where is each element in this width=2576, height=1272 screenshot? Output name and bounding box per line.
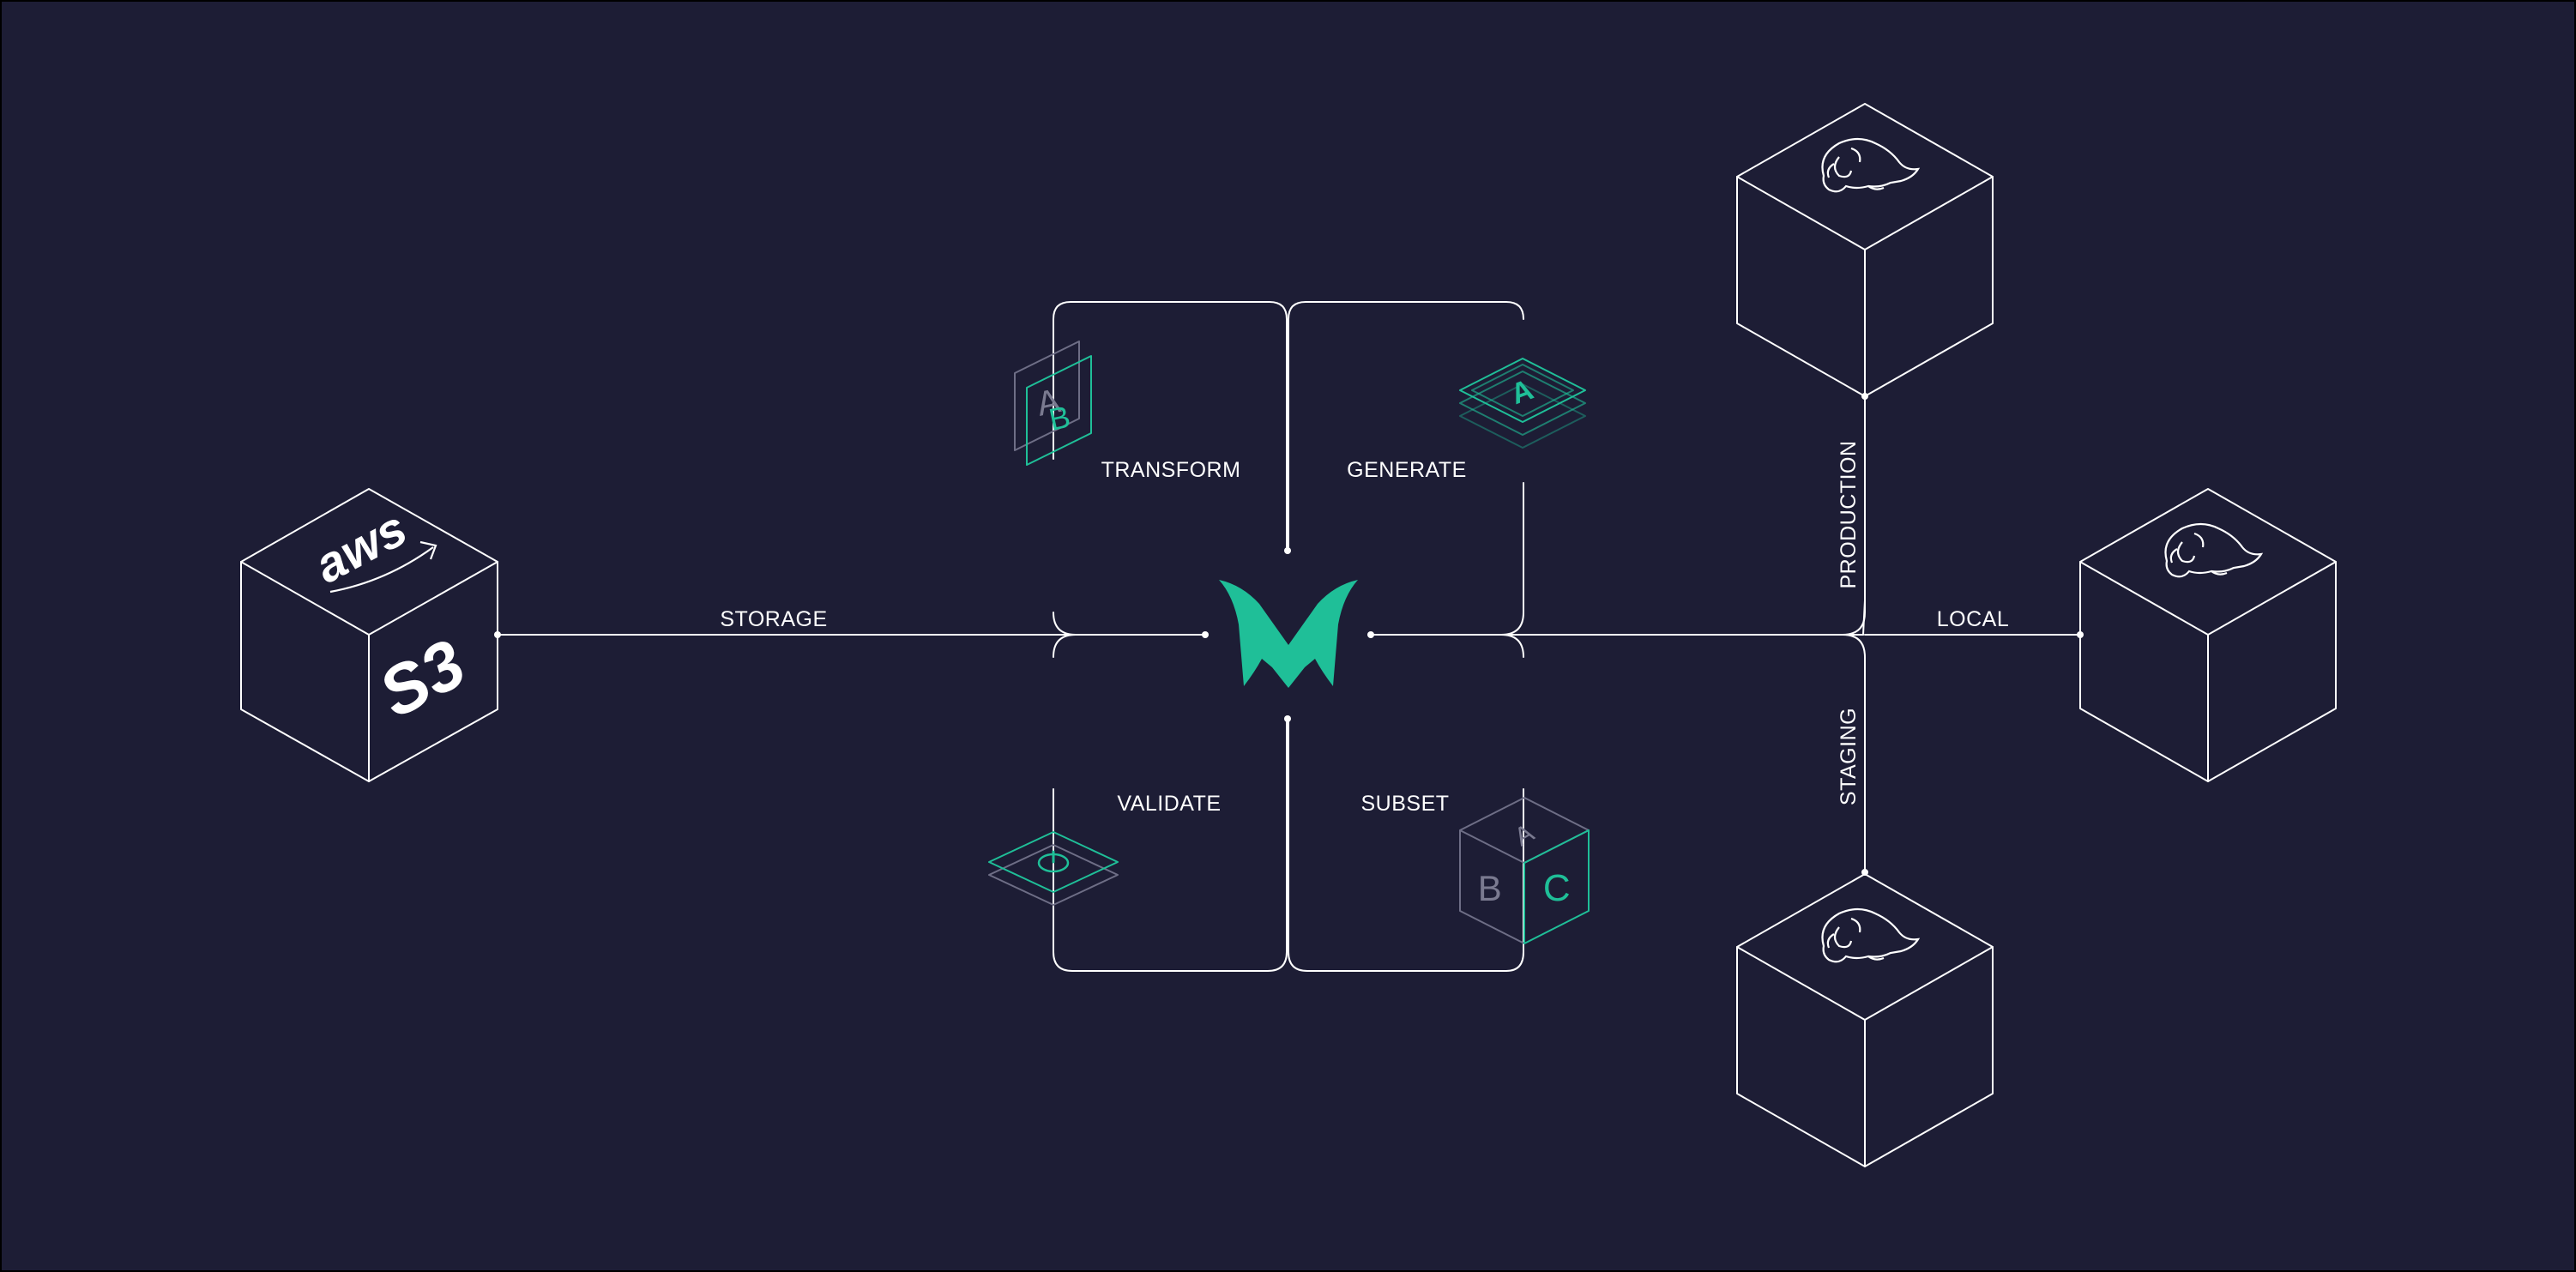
validate-label: VALIDATE <box>1117 792 1221 816</box>
generate-layers-icon: A <box>1459 358 1586 449</box>
svg-text:C: C <box>1543 867 1571 909</box>
subset-cube-icon: A B C <box>1459 797 1590 944</box>
staging-db-cube <box>1737 874 1993 1167</box>
power-check-icon <box>988 831 1119 906</box>
subset-label: SUBSET <box>1360 792 1449 816</box>
postgres-elephant-icon <box>1737 874 1993 1167</box>
transform-label: TRANSFORM <box>1101 458 1241 482</box>
local-label: LOCAL <box>1937 607 2009 631</box>
postgres-elephant-icon <box>2080 489 2336 781</box>
deploy-connections: PRODUCTION LOCAL STAGING <box>1500 393 2084 876</box>
production-db-cube <box>1737 104 1993 396</box>
svg-text:A: A <box>1510 818 1539 852</box>
m-logo-icon <box>1219 580 1358 688</box>
postgres-elephant-icon <box>1737 104 1993 396</box>
svg-text:B: B <box>1478 868 1503 908</box>
aws-logo-text: aws <box>306 500 417 594</box>
svg-text:B: B <box>1046 399 1074 437</box>
storage-label: STORAGE <box>720 607 827 631</box>
generate-label: GENERATE <box>1347 458 1467 482</box>
production-label: PRODUCTION <box>1837 440 1861 588</box>
staging-label: STAGING <box>1837 708 1861 805</box>
svg-text:A: A <box>1506 373 1538 411</box>
s3-storage-cube: aws S3 <box>240 488 498 782</box>
aws-smile-icon <box>329 546 434 594</box>
storage-connection: STORAGE <box>494 607 1209 638</box>
local-db-cube <box>2080 489 2336 781</box>
center-frame <box>1053 301 1524 972</box>
s3-logo-text: S3 <box>367 624 478 732</box>
